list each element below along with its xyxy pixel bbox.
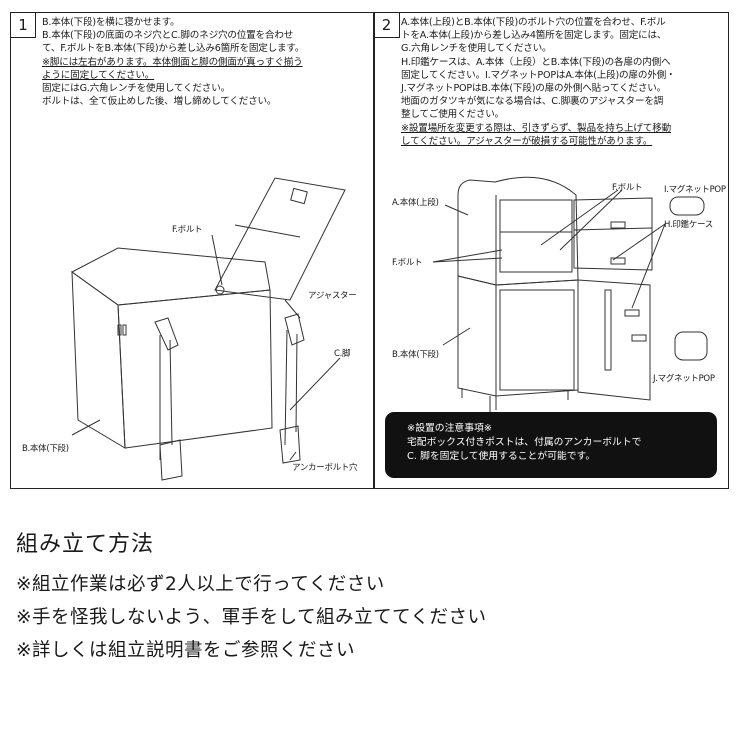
label-bolt: F.ボルト bbox=[172, 225, 203, 235]
label-magnet-j: J.マグネットPOP bbox=[653, 374, 715, 384]
step-1-legs-drawing bbox=[154, 234, 341, 481]
installation-notice: ※設置の注意事項※ 宅配ボックス付きポストは、付属のアンカーボルトで C. 脚を… bbox=[385, 412, 717, 478]
step-1-line: て、F.ボルトをB.本体(下段)から差し込み6箇所を固定します。 bbox=[42, 43, 305, 55]
assembly-note: ※組立作業は必ず2人以上で行ってください bbox=[16, 574, 385, 595]
step-2-warning: ※設置場所を変更する際は、引きずらず、製品を持ち上げて移動 bbox=[401, 122, 671, 134]
step-1-text: B.本体(下段)を横に寝かせます。 B.本体(下段)の底面のネジ穴とC.脚のネジ… bbox=[42, 16, 304, 108]
notice-heading: ※設置の注意事項※ bbox=[407, 423, 492, 434]
step-1-line: 固定にはG.六角レンチを使用してください。 bbox=[42, 83, 230, 95]
step-2-line: 固定してください。I.マグネットPOPはA.本体(上段)の扉の外側・ bbox=[401, 69, 676, 81]
step-2-text: A.本体(上段)とB.本体(下段)のボルト穴の位置を合わせ、F.ボル トをA.本… bbox=[401, 16, 676, 148]
leader-line bbox=[71, 419, 101, 436]
step-2-line: J.マグネットPOPはB.本体(下段)の扉の外側へ貼ってください。 bbox=[401, 83, 666, 95]
step-2-line: G.六角レンチを使用してください。 bbox=[401, 43, 552, 55]
step-1-line: ボルトは、全て仮止めした後、増し締めしてください。 bbox=[42, 96, 277, 108]
step-2-line: H.印鑑ケースは、A.本体（上段）とB.本体(下段)の各扉の内側へ bbox=[401, 56, 671, 68]
step-2-line: A.本体(上段)とB.本体(下段)のボルト穴の位置を合わせ、F.ボル bbox=[401, 17, 666, 28]
step-2-cabinet-drawing bbox=[432, 176, 708, 412]
step-1-line: B.本体(下段)を横に寝かせます。 bbox=[42, 17, 180, 28]
step-1-line: B.本体(下段)の底面のネジ穴とC.脚のネジ穴の位置を合わせ bbox=[42, 30, 294, 42]
step-1-number: 1 bbox=[11, 13, 36, 38]
step-2-line: 整してご使用ください。 bbox=[401, 109, 505, 121]
step-2-warning: してください。アジャスターが破損する可能性があります。 bbox=[401, 135, 653, 147]
label-body-lower-2: B.本体(下段) bbox=[392, 350, 439, 360]
assembly-note: ※手を怪我しないよう、軍手をして組み立ててください bbox=[16, 607, 487, 628]
label-anchor-hole: アンカーボルト穴 bbox=[292, 463, 358, 473]
label-magnet-i: I.マグネットPOP bbox=[664, 185, 726, 195]
label-bolt-left: F.ボルト bbox=[392, 258, 423, 268]
label-body-lower: B.本体(下段) bbox=[22, 444, 69, 454]
assembly-illustrations bbox=[71, 176, 708, 481]
step-2-line: 地面のガタツキが気になる場合は、C.脚裏のアジャスターを調 bbox=[401, 96, 664, 108]
step-2-line: トをA.本体(上段)から差し込み4箇所を固定します。固定には、 bbox=[401, 30, 667, 42]
step-1-warning: ように固定してください。 bbox=[42, 69, 155, 81]
notice-line: C. 脚を固定して使用することが可能です。 bbox=[407, 451, 596, 462]
label-adjuster: アジャスター bbox=[308, 291, 357, 301]
label-body-upper: A.本体(上段) bbox=[392, 198, 439, 208]
label-seal-case: H.印鑑ケース bbox=[664, 220, 713, 230]
instruction-frame bbox=[10, 12, 729, 489]
assembly-note: ※詳しくは組立説明書をご参照ください bbox=[16, 640, 356, 661]
step-2-number: 2 bbox=[374, 13, 400, 38]
label-leg: C.脚 bbox=[334, 349, 351, 359]
notice-line: 宅配ボックス付きポストは、付属のアンカーボルトで bbox=[407, 437, 642, 448]
panel-divider bbox=[373, 12, 375, 489]
label-bolt-top: F.ボルト bbox=[612, 183, 643, 193]
section-title: 組み立て方法 bbox=[16, 532, 155, 557]
step-1-box-drawing bbox=[71, 177, 346, 449]
step-1-warning: ※脚には左右があります。本体側面と脚の側面が真っすぐ揃う bbox=[42, 56, 303, 68]
